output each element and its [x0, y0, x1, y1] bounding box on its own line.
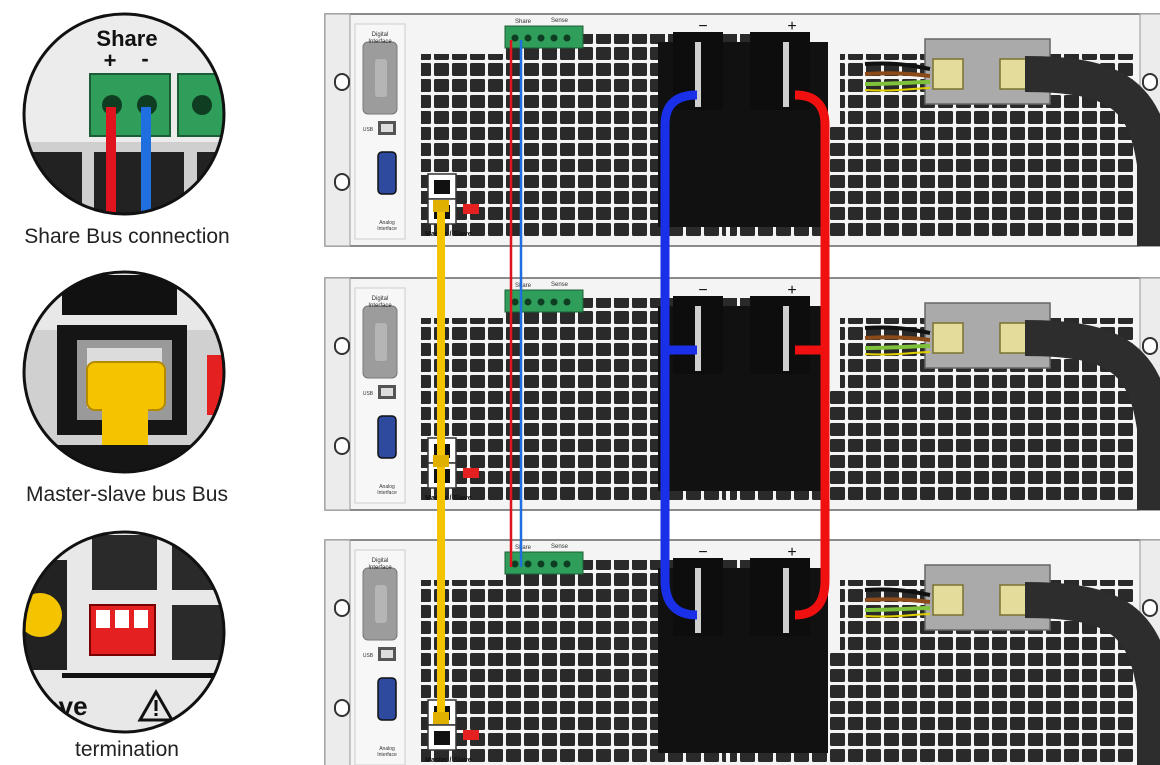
unit-mid-ms-label: Master / Slave — [425, 495, 472, 502]
unit-mid-digital-1: Digital — [372, 296, 389, 302]
unit-top-analog-2: Interface — [377, 226, 397, 232]
unit-mid-dc-minus: − — [698, 282, 707, 299]
unit-top-digital-1: Digital — [372, 32, 389, 38]
unit-bot-analog-2: Interface — [377, 752, 397, 758]
unit-bot-ms-label: Master / Slave — [425, 757, 472, 764]
unit-top-usb: USB — [363, 127, 374, 133]
unit-top-ms-label: Master / Slave — [425, 231, 472, 238]
unit-bot-digital-2: Interface — [368, 565, 392, 571]
unit-bot-usb: USB — [363, 653, 374, 659]
unit-top-dc-plus: + — [787, 18, 796, 35]
unit-top-share: Share — [515, 19, 532, 25]
unit-mid-share: Share — [515, 283, 532, 289]
unit-top-digital-2: Interface — [368, 39, 392, 45]
unit-mid-usb: USB — [363, 391, 374, 397]
unit-top: Digital Interface USB Analog Interface M… — [325, 14, 1160, 246]
unit-bottom: Digital Interface USB Analog Interface M… — [325, 540, 1160, 765]
unit-middle: Digital Interface USB Analog Interface M… — [325, 278, 1160, 510]
unit-mid-analog-2: Interface — [377, 490, 397, 496]
unit-bot-share: Share — [515, 545, 532, 551]
unit-mid-sense: Sense — [551, 282, 569, 288]
unit-top-sense: Sense — [551, 18, 569, 24]
unit-bot-dc-minus: − — [698, 544, 707, 561]
unit-bot-sense: Sense — [551, 544, 569, 550]
unit-mid-dc-plus: + — [787, 282, 796, 299]
unit-bot-dc-plus: + — [787, 544, 796, 561]
unit-mid-digital-2: Interface — [368, 303, 392, 309]
unit-bot-digital-1: Digital — [372, 558, 389, 564]
unit-top-dc-minus: − — [698, 18, 707, 35]
